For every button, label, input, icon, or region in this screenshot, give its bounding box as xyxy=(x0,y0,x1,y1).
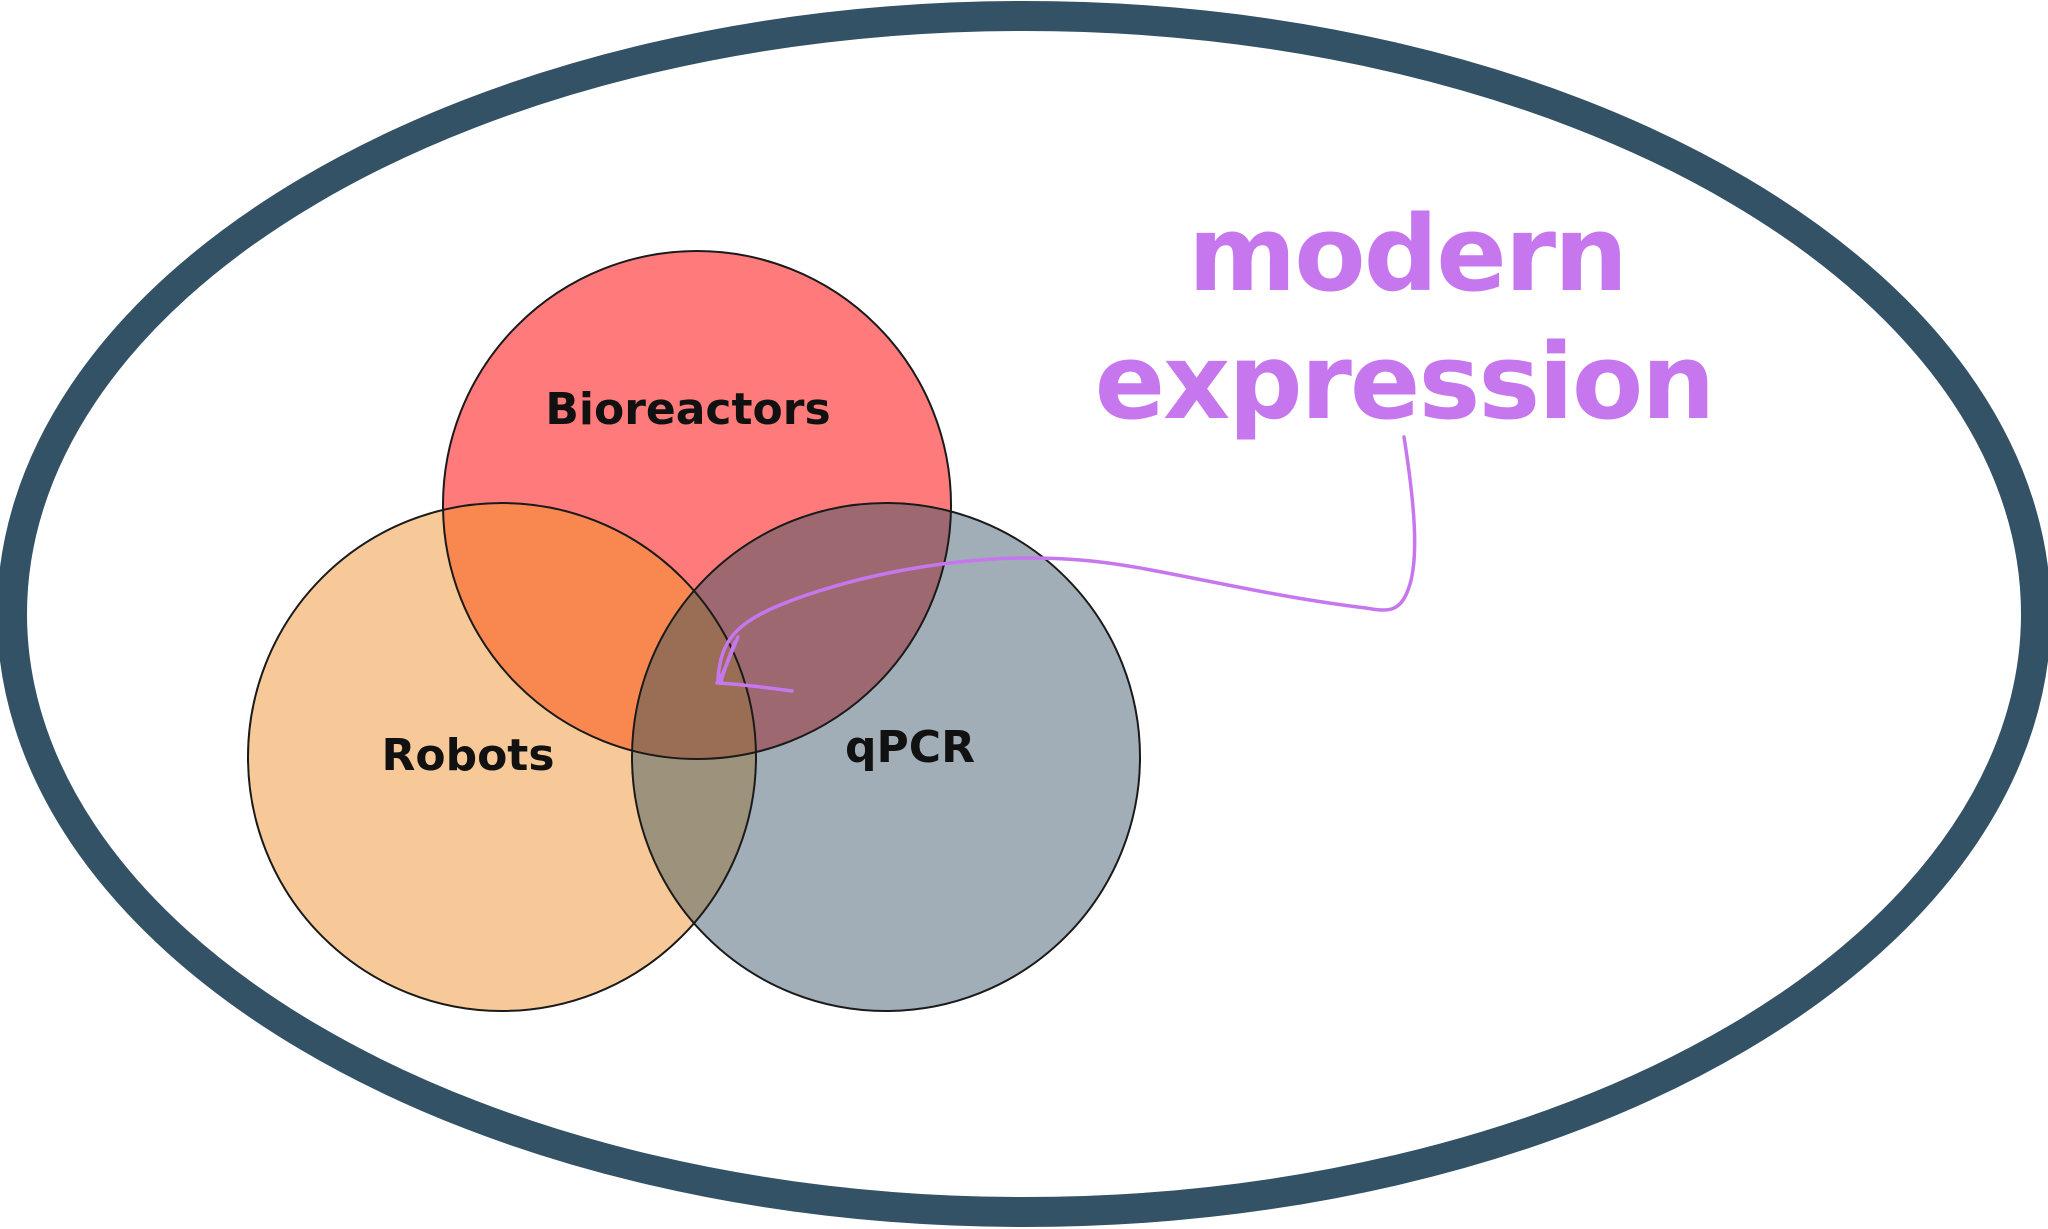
annotation-line-1: modern xyxy=(1188,193,1626,315)
annotation-arrow-shaft xyxy=(716,435,1417,682)
circle-qpcr-outline xyxy=(631,502,1141,1012)
circle-bioreactors-outline xyxy=(442,250,952,760)
label-bioreactors: Bioreactors xyxy=(545,384,830,435)
annotation-arrow xyxy=(715,435,1417,693)
annotation-line-2: expression xyxy=(1095,321,1714,443)
annotation-arrow-head-stroke xyxy=(719,640,737,685)
label-robots: Robots xyxy=(381,730,554,781)
label-qpcr: qPCR xyxy=(845,722,975,773)
circle-robots-outline xyxy=(247,502,757,1012)
